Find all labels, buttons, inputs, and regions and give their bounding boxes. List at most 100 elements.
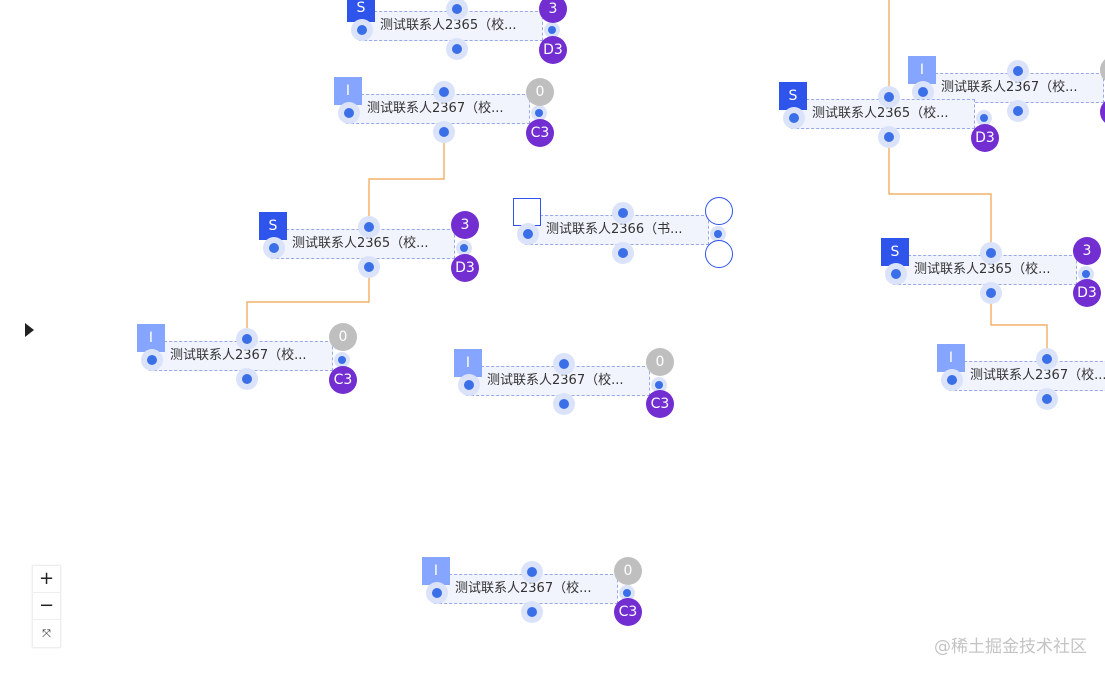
edge-line (888, 136, 992, 252)
graph-node[interactable]: S 测试联系人2365（校... 3 D3 (881, 237, 1105, 307)
port-top[interactable] (878, 86, 900, 108)
port-top[interactable] (433, 81, 455, 103)
port-left[interactable] (783, 107, 805, 129)
port-top[interactable] (521, 561, 543, 583)
node-type-tag: I (334, 77, 362, 105)
badge-count: 0 (614, 557, 642, 585)
port-bottom[interactable] (553, 393, 575, 415)
node-type-tag: S (779, 82, 807, 110)
port-left[interactable] (141, 349, 163, 371)
graph-node[interactable]: I 测试联系人2367（校... 0 C3 (334, 77, 564, 147)
port-right[interactable] (531, 105, 547, 121)
badge-level (1100, 98, 1105, 126)
node-card (949, 361, 1105, 391)
port-top[interactable] (446, 0, 468, 20)
port-top[interactable] (236, 328, 258, 350)
badge-count (1100, 56, 1105, 84)
node-label: 测试联系人2367（校... (367, 101, 504, 116)
graph-node[interactable]: I 测试联系人2367（校... 0 C3 (454, 348, 684, 418)
port-bottom[interactable] (1036, 388, 1058, 410)
badge-count: 0 (526, 78, 554, 106)
port-bottom[interactable] (358, 256, 380, 278)
badge-count: 3 (1073, 237, 1101, 265)
port-left[interactable] (517, 223, 539, 245)
port-top[interactable] (358, 216, 380, 238)
node-label: 测试联系人2365（校... (380, 18, 517, 33)
node-label: 测试联系人2367（校... (455, 581, 592, 596)
graph-node[interactable]: I 测试联系人2367（校... (908, 56, 1105, 126)
node-type-tag: I (137, 324, 165, 352)
badge-count: 3 (451, 211, 479, 239)
port-bottom[interactable] (1007, 100, 1029, 122)
expand-panel-icon[interactable] (25, 323, 34, 337)
badge-level (705, 240, 733, 268)
port-left[interactable] (941, 369, 963, 391)
badge-level: D3 (539, 36, 567, 64)
node-type-tag: I (908, 56, 936, 84)
port-left[interactable] (912, 81, 934, 103)
graph-node[interactable]: I 测试联系人2367（校... 0 C3 (137, 323, 367, 394)
badge-count: 0 (329, 323, 357, 351)
watermark: @稀土掘金技术社区 (934, 637, 1087, 657)
node-type-tag: I (937, 344, 965, 372)
zoom-in-button[interactable]: + (33, 566, 60, 593)
fit-view-button[interactable]: ⤧ (33, 620, 60, 647)
port-right[interactable] (710, 226, 726, 242)
port-left[interactable] (338, 102, 360, 124)
port-top[interactable] (980, 242, 1002, 264)
badge-level: C3 (614, 598, 642, 626)
badge-level: C3 (329, 366, 357, 394)
port-right[interactable] (334, 352, 350, 368)
port-bottom[interactable] (236, 368, 258, 390)
port-top[interactable] (1007, 60, 1029, 82)
node-type-tag: I (454, 349, 482, 377)
badge-level: C3 (526, 119, 554, 147)
port-right[interactable] (456, 240, 472, 256)
port-top[interactable] (612, 202, 634, 224)
port-top[interactable] (1036, 348, 1058, 370)
port-left[interactable] (885, 263, 907, 285)
badge-level: D3 (451, 254, 479, 282)
port-bottom[interactable] (612, 242, 634, 264)
node-label: 测试联系人2365（校... (292, 236, 429, 251)
port-bottom[interactable] (433, 121, 455, 143)
port-left[interactable] (351, 19, 373, 41)
port-top[interactable] (553, 353, 575, 375)
port-left[interactable] (263, 237, 285, 259)
badge-count (705, 197, 733, 225)
node-type-tag: S (259, 212, 287, 240)
node-label: 测试联系人2366（书... (546, 222, 683, 237)
node-label: 测试联系人2367（校... (170, 348, 307, 363)
badge-level: D3 (1073, 279, 1101, 307)
graph-node[interactable]: I 测试联系人2367（校... (937, 344, 1105, 410)
graph-node[interactable]: S 测试联系人2365（校... 3 D3 (347, 0, 577, 64)
node-label: 测试联系人2367（校... (487, 373, 624, 388)
port-left[interactable] (426, 582, 448, 604)
node-label: 测试联系人2365（校... (914, 262, 1051, 277)
port-right[interactable] (619, 585, 635, 601)
graph-node[interactable]: 测试联系人2366（书... (513, 197, 743, 268)
badge-count: 0 (646, 348, 674, 376)
port-bottom[interactable] (521, 601, 543, 623)
port-right[interactable] (651, 377, 667, 393)
graph-node[interactable]: S 测试联系人2365（校... 3 D3 (259, 211, 489, 282)
zoom-out-button[interactable]: − (33, 593, 60, 620)
graph-node[interactable]: S 测试联系人2365（校... D3 (779, 82, 1009, 152)
badge-count: 3 (539, 0, 567, 23)
port-right[interactable] (544, 22, 560, 38)
graph-node[interactable]: I 测试联系人2367（校... 0 C3 (422, 557, 652, 626)
port-bottom[interactable] (980, 282, 1002, 304)
port-bottom[interactable] (446, 38, 468, 60)
port-right[interactable] (976, 110, 992, 126)
port-bottom[interactable] (878, 126, 900, 148)
node-type-tag: S (881, 238, 909, 266)
badge-level: D3 (971, 124, 999, 152)
node-type-tag (513, 198, 541, 226)
node-type-tag: S (347, 0, 375, 22)
badge-level: C3 (646, 390, 674, 418)
node-label: 测试联系人2367（校... (941, 80, 1078, 95)
node-label: 测试联系人2365（校... (812, 106, 949, 121)
port-left[interactable] (458, 374, 480, 396)
port-right[interactable] (1078, 266, 1094, 282)
